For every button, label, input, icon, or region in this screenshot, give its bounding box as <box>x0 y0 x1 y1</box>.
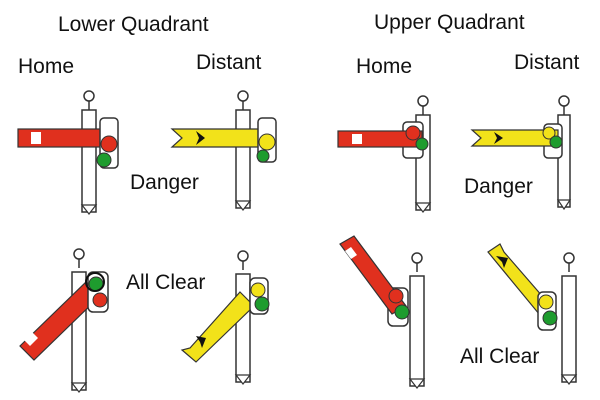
yellow-lamp-icon <box>542 126 556 140</box>
distant-arm <box>170 128 261 148</box>
green-lamp-icon <box>256 149 270 163</box>
red-lamp-icon <box>405 125 421 141</box>
signal-post <box>81 109 97 213</box>
signal-post <box>235 109 251 209</box>
post-finial-icon <box>237 90 249 111</box>
signal-post <box>409 275 425 387</box>
green-lamp-icon <box>542 310 558 326</box>
post-finial-icon <box>83 90 95 111</box>
post-finial-icon <box>417 95 429 116</box>
upper-home-danger-signal <box>337 95 432 213</box>
upper-distant-label: Distant <box>514 51 580 74</box>
arm-stripe <box>352 134 362 144</box>
lower-all-clear-label: All Clear <box>126 271 206 294</box>
red-lamp-icon <box>92 292 108 308</box>
upper-distant-clear-signal <box>487 243 578 385</box>
signal-post <box>235 273 251 383</box>
signal-post <box>561 275 577 383</box>
yellow-lamp-icon <box>538 294 554 310</box>
green-lamp-icon <box>254 296 270 312</box>
lower-distant-clear-signal <box>180 250 270 385</box>
chevron-icon <box>196 336 206 348</box>
upper-home-clear-signal <box>339 235 426 389</box>
yellow-lamp-icon <box>258 133 276 151</box>
post-finial-icon <box>237 250 249 271</box>
post-finial-icon <box>563 252 575 273</box>
arm-stripe <box>345 247 357 259</box>
red-lamp-icon <box>388 288 404 304</box>
lower-danger-label: Danger <box>130 171 199 194</box>
chevron-icon <box>496 256 508 268</box>
post-finial-icon <box>558 95 570 116</box>
arm-stripe <box>22 330 38 346</box>
arm-stripe <box>31 132 41 144</box>
lower-home-clear-signal <box>19 248 109 393</box>
lower-home-danger-signal <box>17 90 119 215</box>
lower-distant-danger-signal <box>170 90 277 211</box>
post-finial-icon <box>411 252 423 273</box>
green-lamp-icon <box>415 137 429 151</box>
chevron-icon <box>494 132 503 144</box>
green-lamp-icon <box>96 152 112 168</box>
yellow-lamp-icon <box>250 282 266 298</box>
upper-distant-danger-signal <box>470 95 572 211</box>
upper-danger-label: Danger <box>464 175 533 198</box>
upper-quadrant-title: Upper Quadrant <box>374 11 525 34</box>
lower-home-label: Home <box>18 55 75 78</box>
red-lamp-icon <box>100 135 118 153</box>
post-finial-icon <box>73 248 85 269</box>
upper-home-label: Home <box>356 55 413 78</box>
green-lamp-icon <box>394 304 410 320</box>
chevron-icon <box>196 131 205 145</box>
green-lamp-icon <box>549 135 563 149</box>
lower-distant-label: Distant <box>196 51 262 74</box>
lower-quadrant-title: Lower Quadrant <box>58 13 209 36</box>
upper-all-clear-label: All Clear <box>460 345 540 368</box>
